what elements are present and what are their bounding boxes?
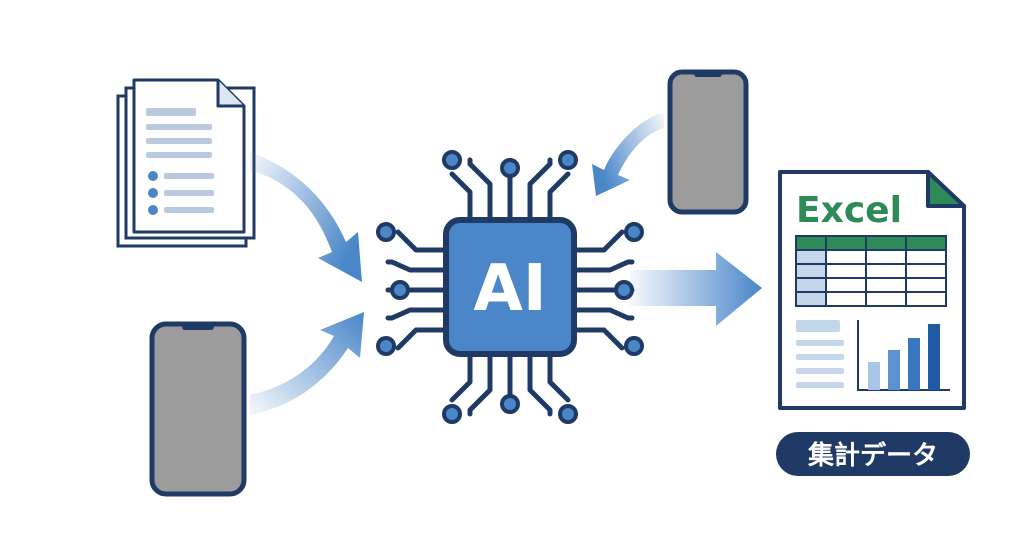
ai-chip-icon bbox=[385, 157, 635, 417]
excel-sheet-icon bbox=[778, 170, 966, 410]
smartphone-icon bbox=[149, 321, 247, 497]
status-badge: 集計データ bbox=[776, 432, 970, 476]
excel-title: Excel bbox=[796, 190, 902, 231]
badge-label: 集計データ bbox=[807, 440, 938, 471]
document-stack-icon bbox=[116, 78, 256, 248]
arrow-icon bbox=[250, 152, 362, 282]
ai-chip-pin-dots bbox=[376, 150, 644, 424]
ai-chip-label: AI bbox=[473, 252, 546, 326]
ai-chip-body bbox=[443, 217, 577, 357]
mini-bar bbox=[868, 362, 880, 390]
mini-bar bbox=[908, 338, 920, 390]
arrow-icon bbox=[592, 112, 664, 196]
mini-bar-chart bbox=[857, 320, 950, 391]
arrow-icon bbox=[250, 312, 364, 415]
mini-bar bbox=[888, 350, 900, 390]
mini-bar bbox=[928, 324, 940, 390]
arrow-icon bbox=[630, 252, 762, 326]
smartphone-icon bbox=[667, 69, 749, 215]
